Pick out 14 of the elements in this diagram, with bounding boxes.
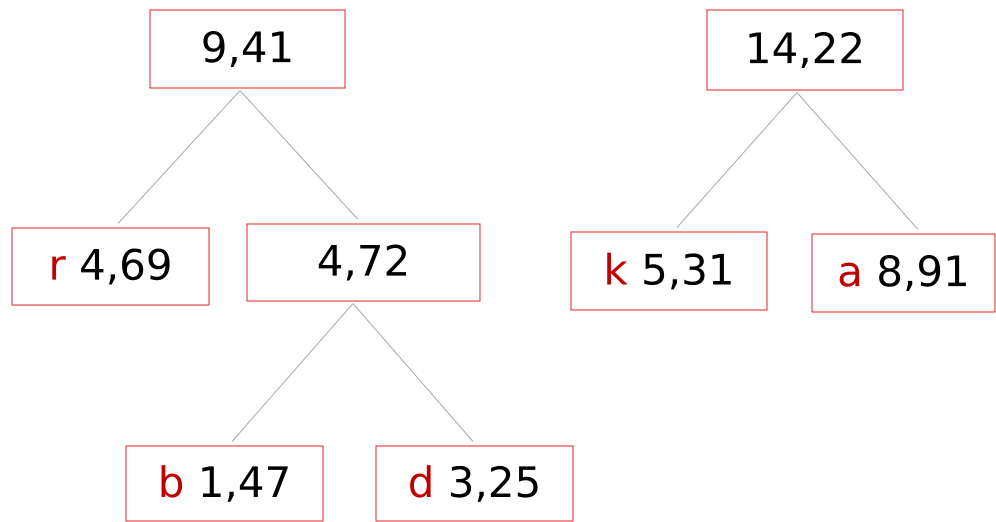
connector-line — [676, 92, 798, 228]
value-box: 9,41 — [150, 10, 346, 88]
value-box: 4,72 — [246, 224, 480, 302]
connector-line — [240, 90, 358, 220]
value-box: k 5,31 — [570, 232, 768, 310]
value-box: a 8,91 — [812, 234, 996, 312]
value-box: 14,22 — [706, 10, 904, 90]
value-box: b 1,47 — [126, 446, 324, 522]
connector-line — [118, 90, 240, 224]
value-box: r 4,69 — [12, 228, 210, 306]
connector-line — [796, 92, 918, 230]
connector-line — [232, 303, 354, 442]
value-box: d 3,25 — [376, 446, 574, 522]
connector-line — [352, 303, 474, 442]
